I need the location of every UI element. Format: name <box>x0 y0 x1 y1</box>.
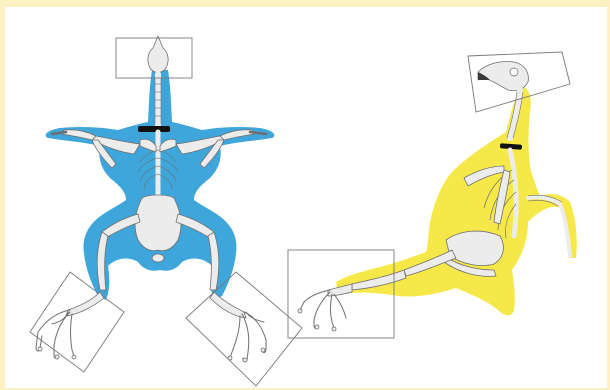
dorsal-collar-band <box>138 126 170 132</box>
dorsal-right-foot-inset <box>186 272 302 386</box>
lateral-specimen <box>288 52 577 338</box>
lateral-skull <box>478 61 528 90</box>
lateral-foot-inset <box>288 250 394 338</box>
dorsal-left-foot-inset <box>30 272 124 372</box>
dorsal-skull <box>148 36 168 73</box>
dorsal-pelvis <box>135 195 181 251</box>
dorsal-specimen <box>30 36 302 386</box>
